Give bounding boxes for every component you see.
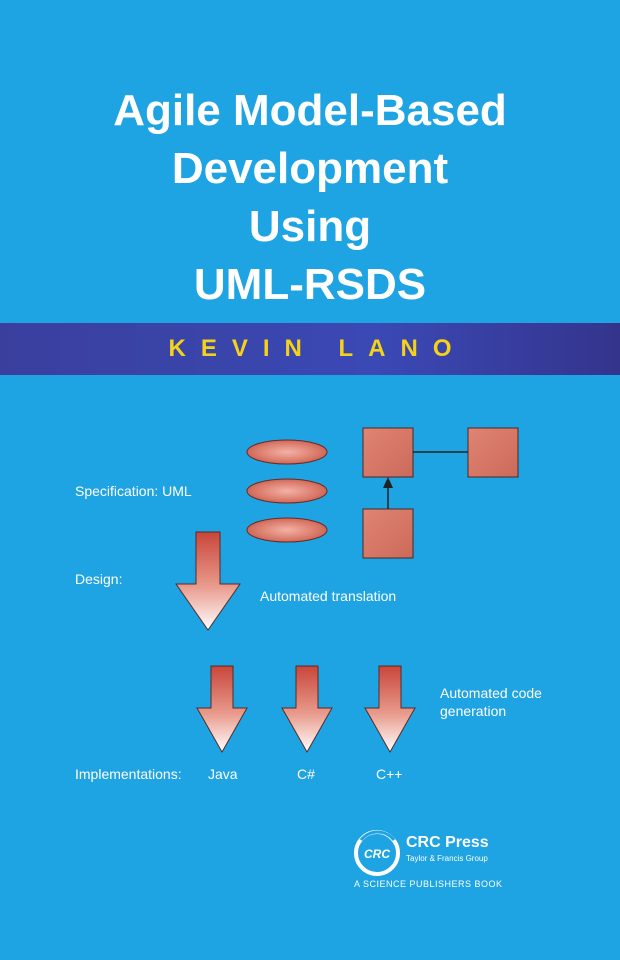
author-band: KEVIN LANO (0, 323, 620, 375)
implementations-label: Implementations: (75, 766, 182, 782)
cpp-arrow (364, 665, 416, 754)
book-title: Agile Model-Based Development Using UML-… (0, 82, 620, 314)
language-cpp: C++ (376, 766, 403, 782)
publisher-name: CRC Press (406, 834, 489, 851)
design-label: Design: (75, 571, 123, 587)
crc-logo-icon: CRC (354, 830, 400, 876)
design-arrow (175, 531, 241, 631)
title-line-1: Agile Model-Based (113, 86, 507, 135)
use-case-ellipse-2 (246, 478, 328, 504)
author-name: KEVIN LANO (168, 335, 467, 362)
use-case-ellipse-3 (246, 517, 328, 543)
class-box-top-right (467, 427, 519, 478)
use-case-ellipse-1 (246, 439, 328, 465)
title-line-2: Development (171, 144, 449, 193)
class-box-top-left (362, 427, 414, 478)
codegen-label: Automated code generation (440, 685, 542, 719)
translation-label: Automated translation (260, 588, 397, 604)
specification-label: Specification: UML (75, 483, 192, 499)
publisher-group: Taylor & Francis Group (406, 854, 488, 863)
crc-logo-text: CRC (364, 847, 390, 861)
publisher-imprint: A SCIENCE PUBLISHERS BOOK (354, 879, 503, 889)
java-arrow (196, 665, 248, 754)
class-box-bottom (362, 508, 414, 559)
language-java: Java (208, 766, 238, 782)
title-line-3: Using (248, 202, 372, 251)
inheritance-arrowhead (383, 477, 393, 488)
title-line-4: UML-RSDS (193, 260, 427, 309)
publisher-block: CRC CRC Press Taylor & Francis Group A S… (346, 824, 596, 894)
language-csharp: C# (297, 766, 315, 782)
csharp-arrow (281, 665, 333, 754)
